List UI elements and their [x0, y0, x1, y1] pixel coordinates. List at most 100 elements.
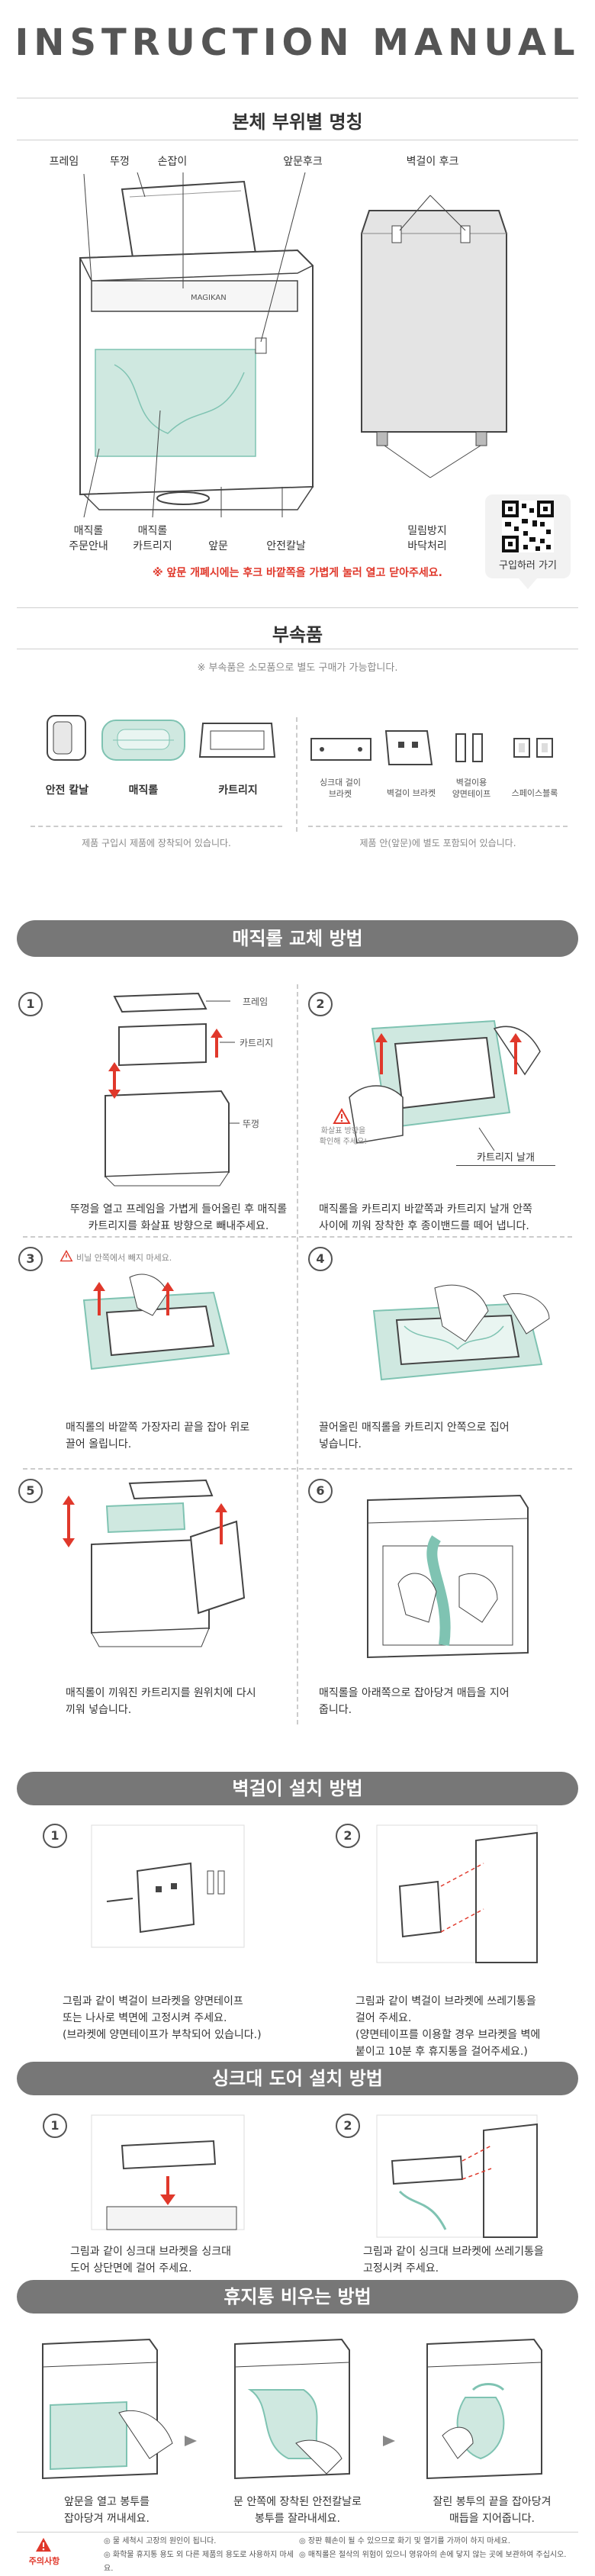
qr-pointer — [519, 578, 537, 589]
parts-heading: 본체 부위별 명칭 — [232, 111, 363, 133]
label-handle: 손잡이 — [157, 156, 188, 168]
acc-left-item: 안전 칼날 — [45, 784, 89, 797]
acc-right-item: 스페이스블록 — [511, 788, 558, 798]
callout-wing: 카트리지 날개 — [456, 1148, 555, 1166]
step-number: 1 — [18, 992, 43, 1016]
caution-item: ◎ 장판 훼손이 될 수 있으므로 화기 및 열기를 가까이 하지 마세요. ◎… — [299, 2537, 567, 2559]
divider — [17, 2532, 578, 2533]
accessories-heading: 부속품 — [272, 624, 323, 646]
double-tape-illustration — [455, 733, 483, 762]
caution-triangle-icon — [333, 1107, 351, 1124]
acc-right-item: 벽걸이용 양면테이프 — [452, 778, 491, 799]
step2-illustration — [349, 1019, 541, 1151]
sink-banner: 싱크대 도어 설치 방법 — [17, 2062, 578, 2095]
accessories-divider — [296, 717, 298, 832]
step-caption: 앞문을 열고 봉투를 잡아당겨 꺼내세요. — [64, 2496, 150, 2525]
empty-step1-illustration — [42, 2338, 173, 2480]
bin-front-illustration: MAGIKAN — [79, 172, 314, 518]
label-magic-roll-cartridge: 매직롤 카트리지 — [133, 525, 172, 552]
caution-label: 주의사항 — [28, 2556, 60, 2566]
empty-step3-illustration — [426, 2338, 542, 2480]
step-grid-hdivider — [23, 1236, 572, 1238]
step-number: 2 — [336, 1824, 360, 1848]
sink-step2-illustration — [376, 2114, 538, 2238]
step-number: 5 — [18, 1479, 43, 1503]
qr-label: 구입하러 가기 — [499, 560, 557, 572]
step-number: 1 — [43, 1824, 67, 1848]
qr-code-icon — [502, 501, 554, 552]
label-front-hook: 앞문후크 — [283, 156, 323, 168]
accessories-note: ※ 부속품은 소모품으로 별도 구매가 가능합니다. — [197, 662, 398, 674]
caution-item: ◎ 물 세척시 고장의 원인이 됩니다. ◎ 화학물 휴지통 용도 외 다른 제… — [104, 2537, 294, 2573]
step-number: 4 — [308, 1247, 333, 1271]
magic-roll-illustration — [101, 720, 185, 761]
step-grid-hdivider — [23, 1468, 572, 1470]
empty-step2-illustration — [234, 2338, 350, 2480]
sink-step1-illustration — [91, 2114, 245, 2230]
space-block-illustration — [513, 738, 553, 758]
step-caption: 문 안쪽에 장착된 안전칼날로 봉투를 잘라내세요. — [233, 2496, 362, 2525]
label-lid: 뚜껑 — [110, 156, 130, 168]
svg-text:MAGIKAN: MAGIKAN — [191, 294, 227, 302]
vinyl-warning: 비닐 안쪽에서 빼지 마세요. — [76, 1253, 172, 1263]
step4-illustration — [372, 1284, 550, 1381]
step-caption: 매직롤을 아래쪽으로 잡아당겨 매듭을 지어 줍니다. — [319, 1687, 510, 1716]
caution-triangle-icon — [60, 1249, 73, 1262]
acc-right-note: 제품 안(앞문)에 별도 포함되어 있습니다. — [359, 838, 516, 848]
callout-lid: 뚜껑 — [243, 1119, 260, 1129]
sink-bracket-illustration — [310, 738, 371, 761]
step-caption: 뚜껑을 열고 프레임을 가볍게 들어올린 후 매직롤 카트리지를 화살표 방향으… — [69, 1203, 288, 1232]
step-caption: 그림과 같이 싱크대 브라켓을 싱크대 도어 상단면에 걸어 주세요. — [70, 2246, 231, 2275]
acc-left-item: 카트리지 — [218, 784, 258, 797]
wall-step1-illustration — [91, 1824, 245, 1948]
bin-back-illustration — [361, 195, 507, 478]
next-arrow-icon — [383, 2436, 395, 2446]
step-caption: 그림과 같이 벽걸이 브라켓에 쓰레기통을 걸어 주세요. (양면테이프를 이용… — [355, 1995, 541, 2058]
wall-bracket-illustration — [384, 730, 433, 765]
step-number: 3 — [18, 1247, 43, 1271]
callout-frame: 프레임 — [243, 997, 269, 1007]
dashed-rule — [308, 826, 568, 827]
step-caption: 그림과 같이 싱크대 브라켓에 쓰레기통을 고정시켜 주세요. — [363, 2246, 544, 2275]
step-number: 1 — [43, 2114, 67, 2138]
step-caption: 그림과 같이 벽걸이 브라켓을 양면테이프 또는 나사로 벽면에 고정시켜 주세… — [63, 1995, 262, 2041]
safety-blade-illustration — [47, 715, 86, 761]
step5-illustration — [63, 1479, 246, 1647]
next-arrow-icon — [185, 2436, 197, 2446]
step6-illustration — [367, 1494, 529, 1659]
step-number: 2 — [308, 992, 333, 1016]
step-number: 6 — [308, 1479, 333, 1503]
qr-panel[interactable]: 구입하러 가기 — [485, 494, 571, 578]
label-anti-slip: 밀림방지 바닥처리 — [407, 525, 447, 552]
step-grid-vdivider — [297, 984, 298, 1724]
step-number: 2 — [336, 2114, 360, 2138]
dashed-rule — [31, 826, 282, 827]
acc-left-item: 매직롤 — [128, 784, 159, 797]
manual-title: INSTRUCTION MANUAL — [14, 21, 581, 64]
cartridge-illustration — [198, 723, 276, 758]
label-frame: 프레임 — [49, 156, 79, 168]
replace-banner: 매직롤 교체 방법 — [17, 920, 578, 957]
step-caption: 잘린 봉투의 끝을 잡아당겨 매듭을 지어줍니다. — [433, 2496, 552, 2525]
wall-banner: 벽걸이 설치 방법 — [17, 1772, 578, 1805]
step-caption: 매직롤이 끼워진 카트리지를 원위치에 다시 끼워 넣습니다. — [66, 1687, 256, 1716]
front-door-warning: ※ 앞문 개폐시에는 후크 바깥쪽을 가볍게 눌러 열고 닫아주세요. — [153, 567, 442, 579]
callout-cartridge: 카트리지 — [240, 1038, 274, 1048]
label-safety-blade: 안전칼날 — [266, 540, 306, 552]
step3-illustration — [82, 1274, 230, 1370]
step-caption: 매직롤의 바깥쪽 가장자리 끝을 잡아 위로 끌어 올립니다. — [66, 1422, 250, 1451]
label-front-door: 앞문 — [208, 540, 228, 552]
acc-left-note: 제품 구입시 제품에 장착되어 있습니다. — [82, 838, 231, 848]
wall-step2-illustration — [376, 1824, 538, 1963]
empty-banner: 휴지통 비우는 방법 — [17, 2280, 578, 2314]
step-caption: 끌어올린 매직롤을 카트리지 안쪽으로 집어 넣습니다. — [319, 1422, 510, 1451]
step1-illustration — [104, 992, 240, 1187]
label-wall-hook: 벽걸이 후크 — [406, 156, 459, 168]
label-magic-roll-guide: 매직롤 주문안내 — [69, 525, 108, 552]
warning-triangle-icon — [36, 2538, 51, 2552]
acc-right-item: 싱크대 걸이 브라켓 — [319, 778, 362, 799]
caution-arrow-note: 화살표 방향을 확인해 주세요! — [319, 1127, 368, 1146]
divider — [17, 607, 578, 608]
acc-right-item: 벽걸이 브라켓 — [386, 788, 436, 798]
step-caption: 매직롤을 카트리지 바깥쪽과 카트리지 날개 안쪽 사이에 끼워 장착한 후 종… — [319, 1203, 532, 1232]
